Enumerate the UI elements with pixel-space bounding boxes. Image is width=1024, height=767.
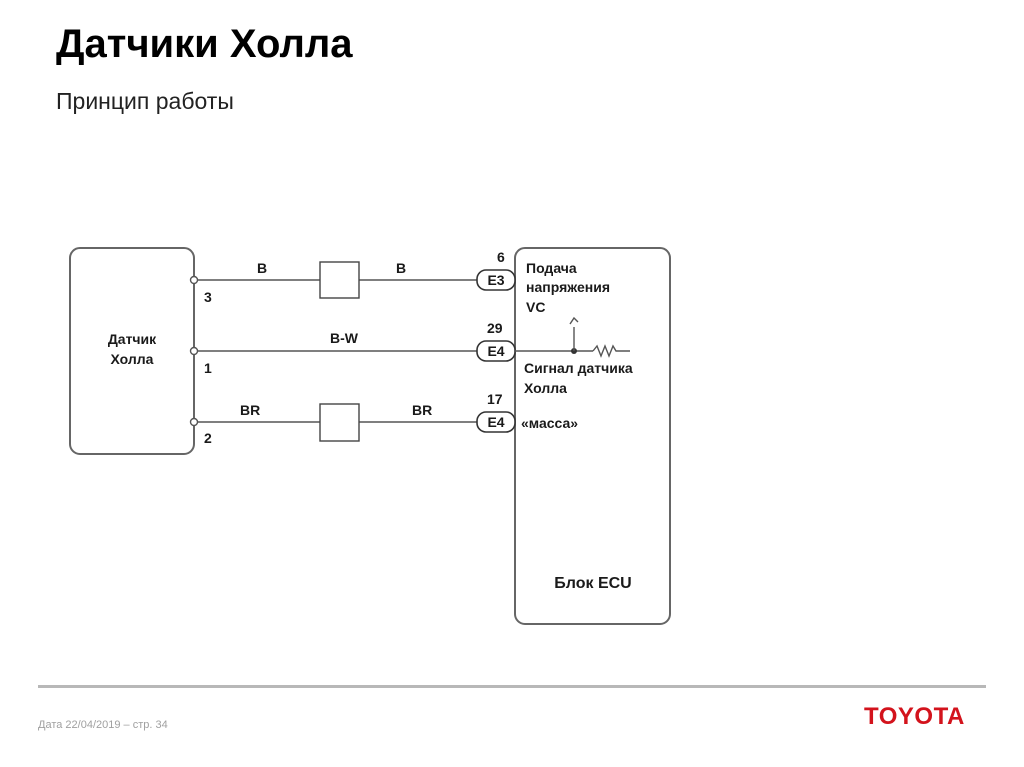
connector-e3 bbox=[476, 269, 516, 291]
slide-subtitle: Принцип работы bbox=[56, 88, 234, 114]
connector-label-e4-ground: E4 bbox=[487, 414, 504, 430]
slide-title: Датчики Холла bbox=[56, 22, 353, 66]
footer-divider bbox=[38, 685, 986, 688]
pull-up-resistor bbox=[592, 344, 630, 358]
sensor-pin-1: 1 bbox=[204, 360, 212, 376]
connector-label-e4-signal: E4 bbox=[487, 343, 504, 359]
connector-label-e3: E3 bbox=[487, 272, 504, 288]
sensor-pin-2: 2 bbox=[204, 430, 212, 446]
ecu-label-signal-1: Сигнал датчика bbox=[524, 360, 633, 376]
ecu-label-supply-2: напряжения bbox=[526, 279, 610, 295]
footer-date-page: Дата 22/04/2019 – стр. 34 bbox=[38, 719, 168, 731]
wire-color-br-right: BR bbox=[412, 402, 432, 418]
ecu-pin-29: 29 bbox=[487, 320, 503, 336]
wire-color-bw: B-W bbox=[330, 330, 359, 346]
ecu-label-supply-1: Подача bbox=[526, 260, 577, 276]
connector-e4-ground bbox=[476, 411, 516, 433]
toyota-logo: TOYOTA bbox=[864, 703, 965, 730]
wire-color-br-left: BR bbox=[240, 402, 260, 418]
hall-sensor-label-line2: Холла bbox=[111, 351, 154, 367]
hall-sensor-label-line1: Датчик bbox=[108, 331, 157, 347]
junction-box-top bbox=[319, 261, 360, 299]
ecu-pin-6: 6 bbox=[497, 249, 505, 265]
sensor-pin-3: 3 bbox=[204, 289, 212, 305]
wire-color-b-left: B bbox=[257, 260, 267, 276]
ecu-label-ground: «масса» bbox=[521, 415, 578, 431]
ecu-pin-17: 17 bbox=[487, 391, 503, 407]
sensor-terminal-2 bbox=[189, 417, 199, 427]
sensor-terminal-3 bbox=[189, 275, 199, 285]
ecu-title: Блок ECU bbox=[554, 575, 631, 592]
ecu-label-supply-3: VC bbox=[526, 299, 545, 315]
ecu-vc-arrow bbox=[569, 316, 579, 325]
wire-color-b-right: B bbox=[396, 260, 406, 276]
ecu-label-signal-2: Холла bbox=[524, 380, 567, 396]
junction-box-bottom bbox=[319, 403, 360, 442]
sensor-terminal-1 bbox=[189, 346, 199, 356]
ecu-box bbox=[514, 247, 671, 625]
